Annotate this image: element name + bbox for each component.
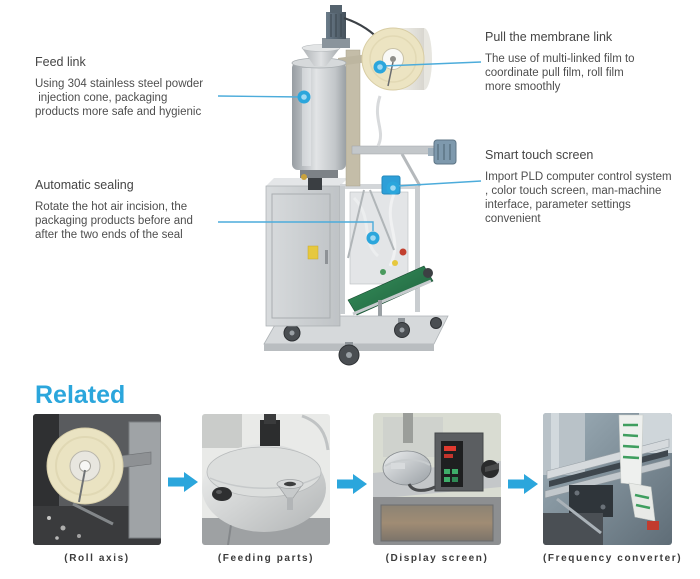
related-item-roll-axis[interactable]: (Roll axis)	[33, 414, 161, 564]
related-item-feeding-parts[interactable]: (Feeding parts)	[202, 414, 330, 564]
frequency-converter-thumbnail-image	[543, 413, 672, 545]
callout-pull-membrane-body: The use of multi-linked film to coordina…	[485, 53, 635, 93]
callout-feed-link: Feed link Using 304 stainless steel powd…	[35, 55, 235, 119]
related-item-display-screen[interactable]: (Display screen)	[373, 413, 501, 564]
callout-feed-link-title: Feed link	[35, 55, 86, 69]
callout-automatic-sealing: Automatic sealing Rotate the hot air inc…	[35, 178, 235, 242]
arrow-right-icon	[168, 472, 198, 492]
callout-automatic-sealing-body: Rotate the hot air incision, the packagi…	[35, 201, 193, 241]
callout-pull-membrane-title: Pull the membrane link	[485, 30, 613, 44]
roll-axis-thumbnail-image	[33, 414, 161, 545]
callout-automatic-sealing-title: Automatic sealing	[35, 178, 134, 192]
callout-smart-touch-body: Import PLD computer control system , col…	[485, 171, 672, 225]
film-roll	[361, 27, 432, 91]
vertical-packaging-machine-photo	[263, 5, 457, 366]
related-section-title: Related	[35, 381, 126, 409]
callout-smart-touch-title: Smart touch screen	[485, 148, 594, 162]
feeding-parts-thumbnail-image	[202, 414, 330, 545]
air-pump	[382, 450, 436, 492]
temperature-controller	[434, 432, 484, 492]
related-item-frequency-converter[interactable]: (Frequency converter)	[543, 413, 683, 564]
arrow-right-icon	[508, 474, 538, 494]
small-funnel	[276, 479, 304, 510]
related-item-frequency-converter-label: (Frequency converter)	[543, 553, 683, 564]
display-screen-thumbnail-image	[373, 413, 501, 545]
related-item-roll-axis-label: (Roll axis)	[64, 553, 130, 564]
callout-pull-membrane: Pull the membrane link The use of multi-…	[485, 30, 700, 94]
arrow-right-icon	[337, 474, 367, 494]
callout-feed-link-body: Using 304 stainless steel powder injecti…	[35, 78, 204, 118]
caster-wheels	[283, 317, 442, 366]
callout-smart-touch: Smart touch screen Import PLD computer c…	[485, 148, 700, 226]
related-item-feeding-parts-label: (Feeding parts)	[217, 553, 315, 564]
related-item-display-screen-label: (Display screen)	[385, 553, 489, 564]
film-strip	[618, 414, 656, 522]
